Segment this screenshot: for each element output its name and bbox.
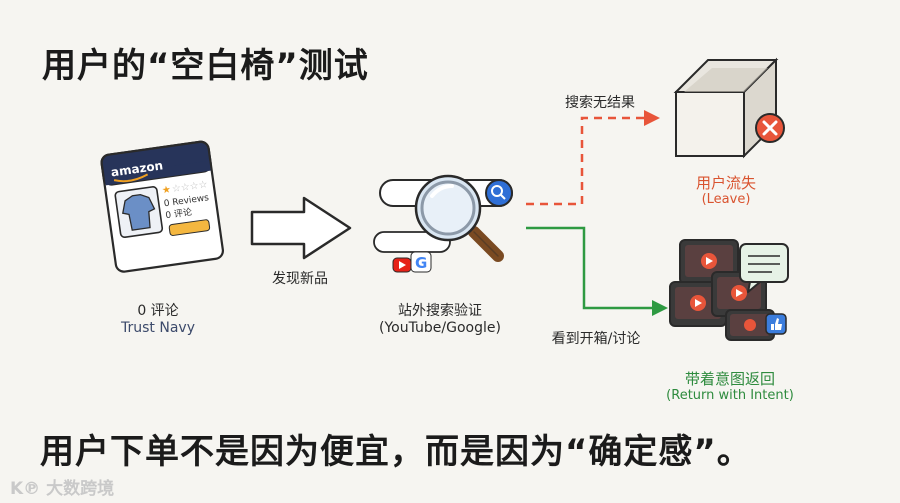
review-count-cn: 0 评论 — [165, 206, 193, 222]
watermark-logo-icon: K℗ — [10, 479, 41, 499]
watermark: K℗ 大数跨境 — [10, 474, 114, 499]
svg-text:☆☆☆☆: ☆☆☆☆ — [171, 179, 208, 195]
svg-text:G: G — [415, 254, 427, 272]
user-leave-label-en: (Leave) — [701, 192, 751, 207]
rating-stars-icon: ★ ☆☆☆☆ — [161, 179, 208, 196]
thumbs-up-icon — [765, 313, 787, 335]
google-icon: G — [410, 251, 432, 273]
unboxing-label: 看到开箱/讨论 — [551, 331, 641, 347]
discover-label: 发现新品 — [272, 271, 328, 287]
empty-box-icon — [673, 57, 779, 159]
success-branch-arrow — [526, 226, 668, 316]
search-label-en: (YouTube/Google) — [379, 320, 501, 336]
svg-text:★: ★ — [161, 184, 171, 196]
watermark-text: 大数跨境 — [46, 479, 115, 499]
return-intent-label-en: (Return with Intent) — [666, 388, 794, 403]
product-label-en: Trust Navy — [121, 320, 195, 336]
product-card: amazon ★ ☆☆☆☆ 0 Reviews 0 评论 — [100, 140, 225, 273]
chat-bubble-icon — [739, 243, 789, 293]
return-intent-label-cn: 带着意图返回 — [684, 370, 775, 388]
conclusion-text: 用户下单不是因为便宜，而是因为“确定感”。 — [40, 432, 752, 472]
video-screens-icon — [669, 239, 775, 341]
youtube-icon — [392, 257, 412, 273]
amazon-smile-icon — [113, 173, 149, 183]
product-label-cn: 0 评论 — [137, 303, 179, 319]
fail-branch-arrow — [526, 110, 660, 206]
search-icon — [491, 185, 503, 197]
search-illustration: G — [373, 174, 513, 273]
page-title: 用户的“空白椅”测试 — [42, 46, 369, 86]
user-leave-label-cn: 用户流失 — [695, 174, 756, 192]
hollow-arrow-icon — [250, 196, 352, 260]
buy-button — [168, 219, 211, 236]
no-results-label: 搜索无结果 — [565, 95, 635, 111]
magnifier-handle — [468, 226, 504, 262]
search-label-cn: 站外搜索验证 — [398, 303, 482, 319]
close-icon — [755, 113, 785, 143]
sweater-icon — [122, 193, 156, 231]
